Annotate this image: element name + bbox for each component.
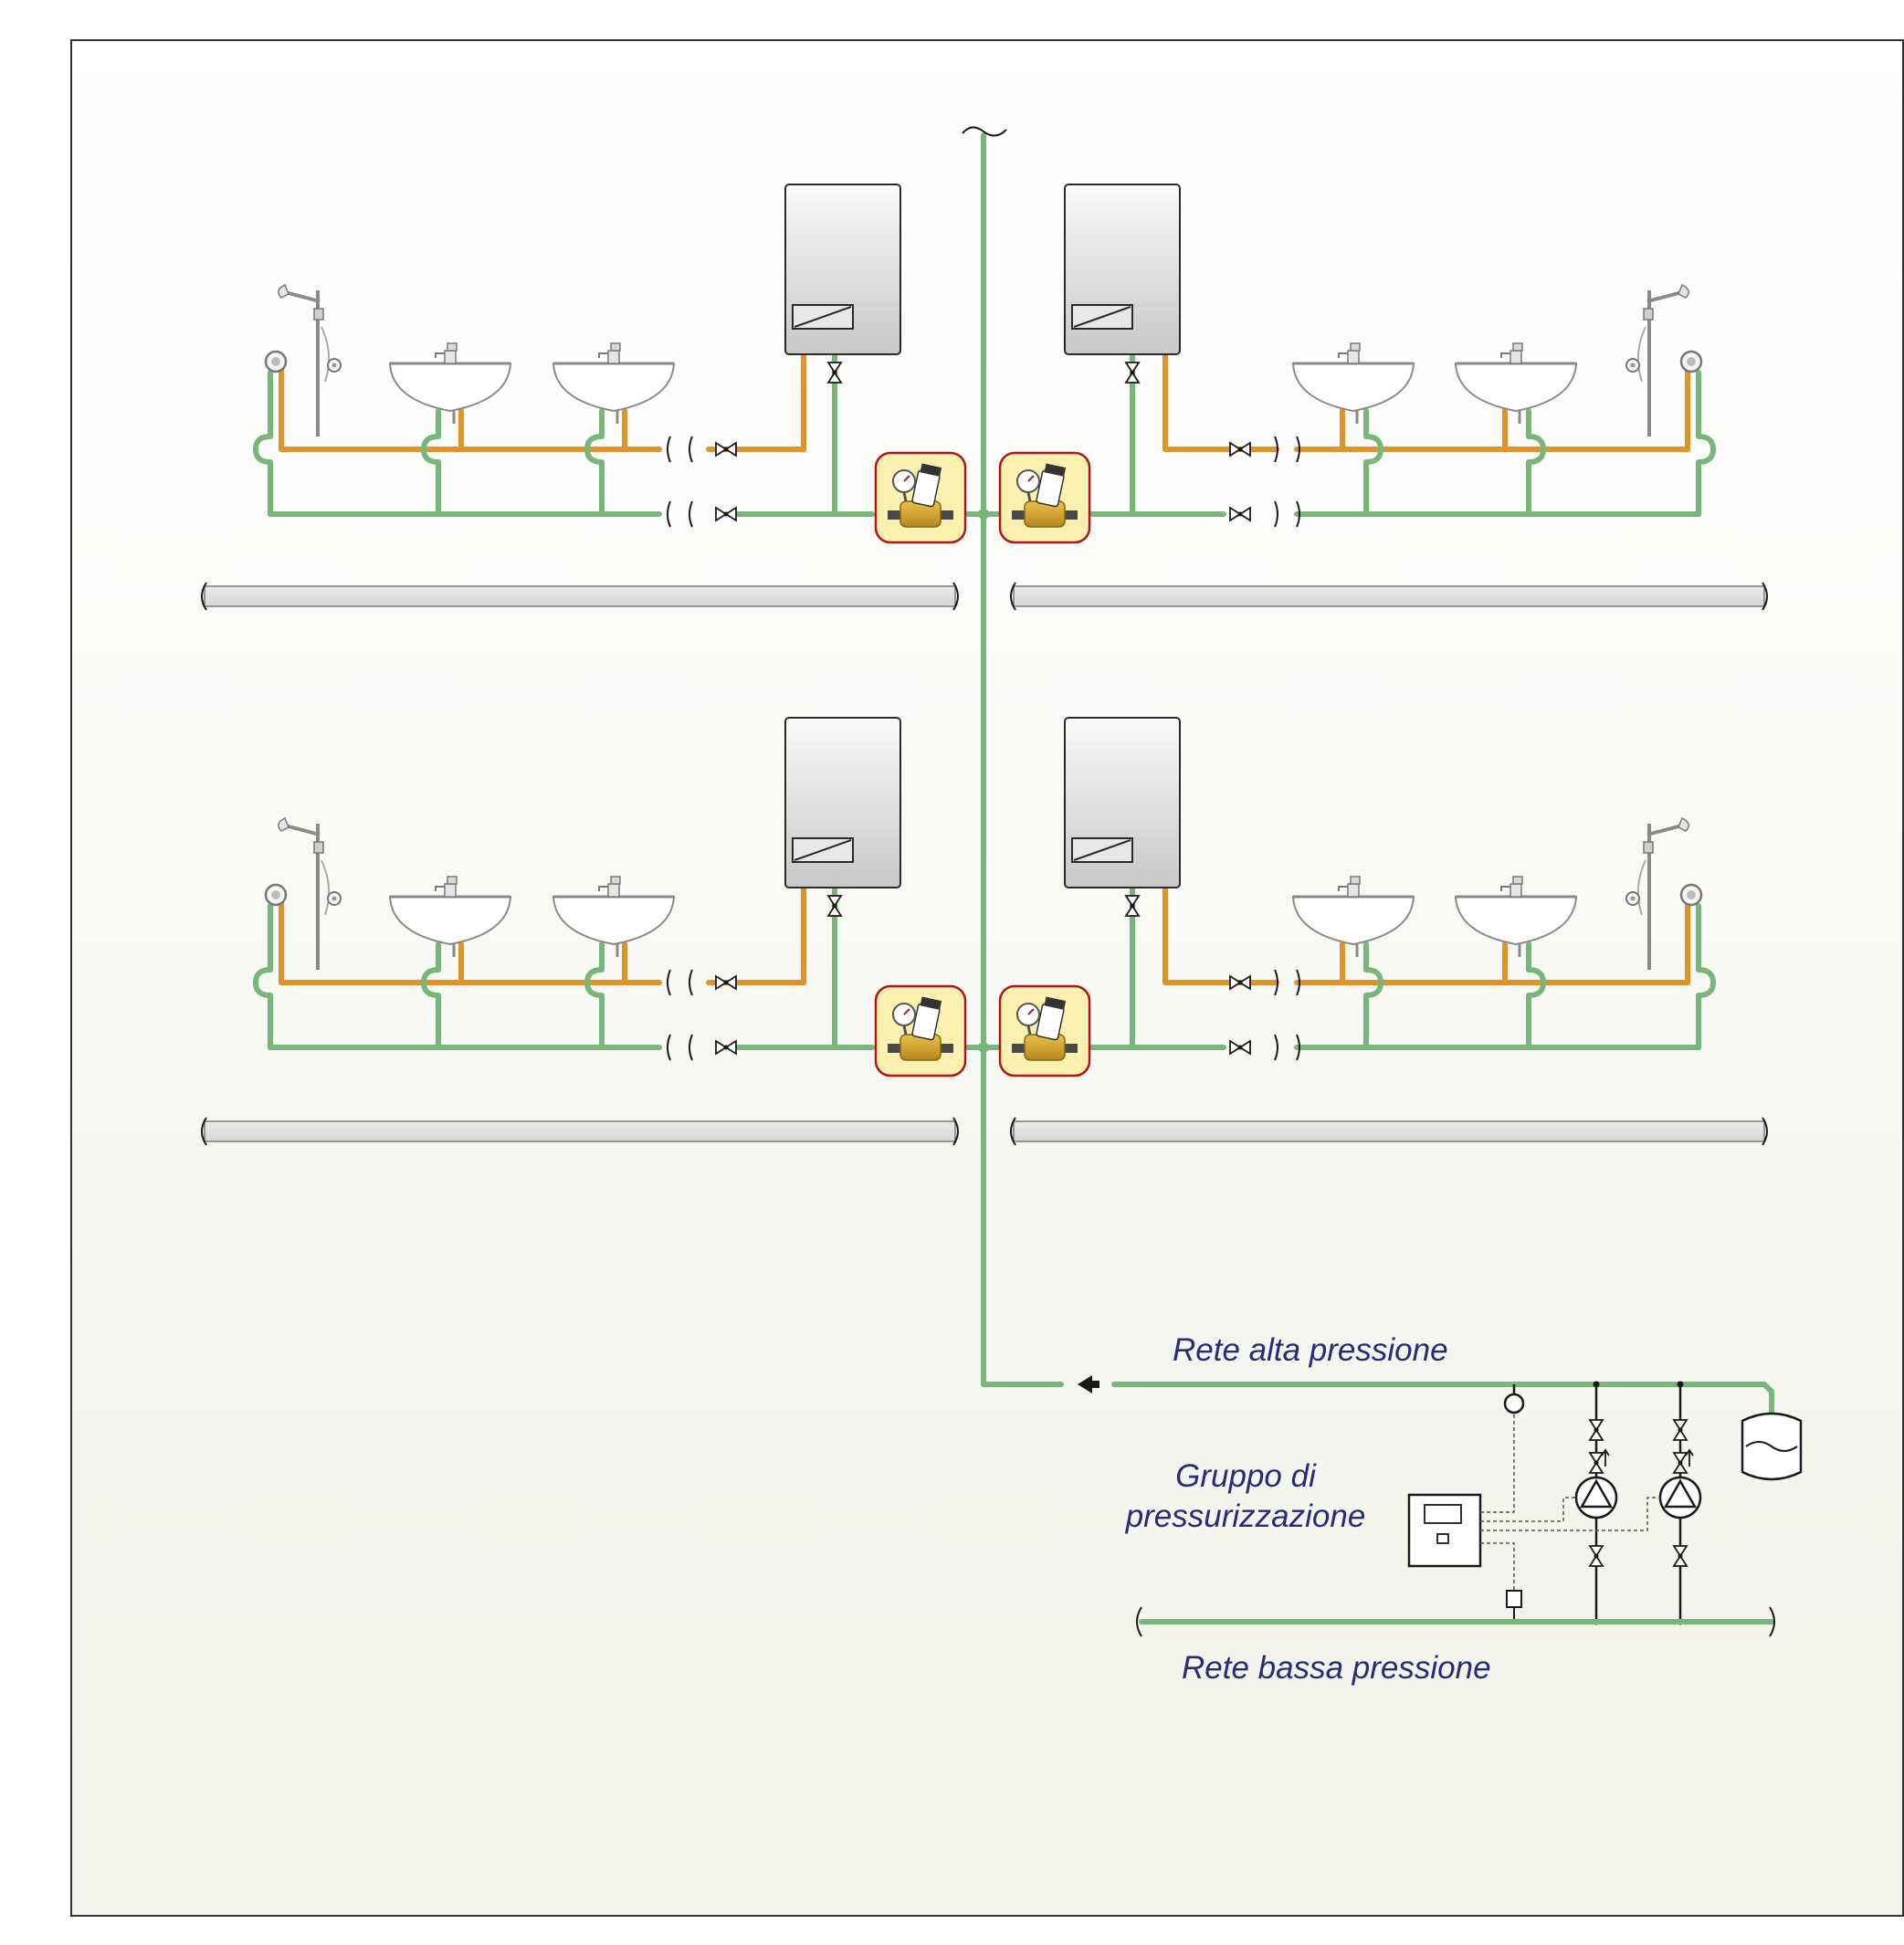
tee-junction	[978, 509, 989, 520]
floor-slab-right-lower	[1010, 1117, 1768, 1146]
tee-junction	[978, 1042, 989, 1053]
pressurization-group-label-line2: pressurizzazione	[1125, 1498, 1366, 1534]
pump-branch-2	[1658, 1381, 1702, 1625]
low-pressure-network	[1136, 1606, 1775, 1637]
floor-slab-right-upper	[1010, 582, 1768, 611]
pump-icon	[1658, 1476, 1702, 1519]
pressurization-group-label-line1: Gruppo di	[1175, 1458, 1317, 1494]
control-panel-icon	[1407, 1414, 1660, 1591]
pressure-sensor-icon	[1503, 1393, 1525, 1414]
pump-icon	[1574, 1476, 1618, 1519]
riser-break-mark	[962, 126, 1007, 137]
high-pressure-network	[981, 1375, 1803, 1481]
low-pressure-label: Rete bassa pressione	[1182, 1650, 1491, 1686]
floor-lower	[256, 718, 1713, 1076]
floor-slab-left-lower	[201, 1117, 959, 1146]
pump-branch-1	[1574, 1381, 1618, 1625]
high-pressure-label: Rete alta pressione	[1173, 1332, 1448, 1368]
diagram-frame	[70, 39, 1904, 1917]
floor-slab-left-upper	[201, 582, 959, 611]
pressure-switch-icon	[1506, 1590, 1522, 1608]
flow-arrow-icon	[1078, 1375, 1092, 1393]
floor-upper	[256, 184, 1713, 542]
expansion-vessel-icon	[1741, 1412, 1803, 1481]
